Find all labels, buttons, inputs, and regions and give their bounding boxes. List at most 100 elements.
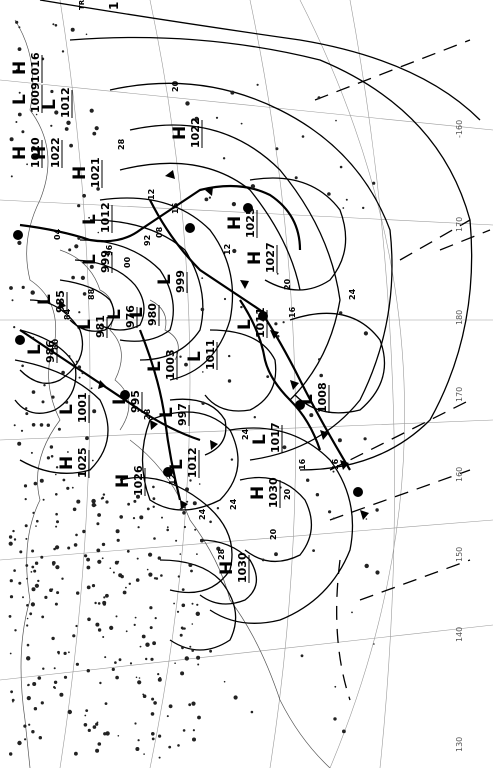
station-dot xyxy=(55,512,58,516)
station-dot xyxy=(160,574,163,577)
station-dot xyxy=(97,559,102,564)
pressure-center-letter: H xyxy=(10,146,30,160)
station-dot xyxy=(67,451,69,453)
station-dot xyxy=(196,603,199,606)
station-dot xyxy=(92,131,97,136)
station-dot xyxy=(31,549,35,553)
station-dot xyxy=(50,124,53,127)
station-dot xyxy=(102,636,105,638)
station-dot xyxy=(282,445,287,450)
station-dot xyxy=(337,438,342,443)
isobar-label: 20 xyxy=(283,488,292,500)
station-dot xyxy=(300,654,304,658)
pressure-center-letter: L xyxy=(10,94,30,105)
isobar-label: 84 xyxy=(63,308,72,320)
station-dot xyxy=(14,629,17,632)
station-dot xyxy=(342,207,345,209)
station-dot xyxy=(174,662,176,664)
station-dot xyxy=(196,655,201,660)
pressure-center-letter: H xyxy=(248,486,268,500)
station-dot xyxy=(188,703,192,707)
pressure-center-value: 985 xyxy=(54,290,67,313)
station-dot xyxy=(158,734,162,738)
pressure-center-letter: L xyxy=(110,394,130,405)
station-dot xyxy=(183,627,186,630)
pressure-center-letter: H xyxy=(10,61,30,75)
station-dot xyxy=(40,555,44,559)
station-dot xyxy=(51,636,55,641)
pressure-center-value: 1001 xyxy=(76,392,89,423)
station-dot xyxy=(90,387,93,390)
station-dot xyxy=(173,602,176,605)
isobar-label: 24 xyxy=(348,288,357,300)
station-dot xyxy=(216,507,220,510)
station-dot xyxy=(186,500,189,503)
station-dot xyxy=(194,116,199,121)
station-dot xyxy=(52,23,55,26)
station-dot xyxy=(17,112,22,117)
pressure-center-letter: L xyxy=(80,214,100,225)
station-dot xyxy=(177,744,180,747)
station-dot xyxy=(82,529,86,534)
station-dot xyxy=(49,445,54,449)
station-dot xyxy=(31,587,36,592)
station-dot xyxy=(57,427,61,431)
station-dot xyxy=(78,376,81,379)
station-dot xyxy=(276,272,279,275)
pressure-center-value: 1021 xyxy=(89,157,102,188)
station-dot xyxy=(233,695,238,700)
pressure-center-letter: L xyxy=(35,294,55,305)
station-dot xyxy=(91,502,97,508)
station-dot xyxy=(88,216,90,219)
station-dot xyxy=(61,50,65,53)
station-dot xyxy=(26,577,28,580)
station-dot xyxy=(115,529,120,534)
pressure-center-letter: H xyxy=(113,474,133,488)
longitude-label: 180 xyxy=(455,310,464,325)
pressure-center-letter: H xyxy=(245,251,265,265)
pressure-center-value: 1020 xyxy=(29,137,42,168)
station-dot xyxy=(39,423,44,427)
station-dot xyxy=(40,701,44,705)
station-dot xyxy=(136,494,140,499)
station-dot xyxy=(87,617,91,622)
pressure-center-value: 981 xyxy=(94,315,107,338)
corner-text: TR W xyxy=(78,0,86,10)
pressure-center-letter: H xyxy=(217,561,237,575)
station-dot xyxy=(141,634,146,639)
pressure-center-value: 1025 xyxy=(244,207,257,238)
isobar-label: 16 xyxy=(288,306,297,318)
station-dot xyxy=(89,264,94,269)
station-dot xyxy=(94,126,99,131)
station-dot xyxy=(146,507,150,511)
station-dot xyxy=(372,181,376,185)
station-dot xyxy=(86,585,91,590)
station-dot xyxy=(134,722,137,725)
station-dot xyxy=(55,493,58,496)
station-dot xyxy=(15,69,18,72)
station-dot xyxy=(179,355,182,358)
station-dot xyxy=(36,519,39,523)
station-dot xyxy=(189,479,192,482)
pressure-center-letter: L xyxy=(127,307,147,318)
station-dot xyxy=(149,606,153,610)
station-dot xyxy=(63,651,67,656)
station-dot xyxy=(362,206,365,210)
pressure-center-letter: H xyxy=(30,146,50,160)
station-dot xyxy=(18,581,22,585)
station-dot xyxy=(61,370,65,375)
station-dot xyxy=(86,669,91,673)
station-dot xyxy=(201,277,204,279)
station-dot xyxy=(31,423,36,427)
station-dot xyxy=(32,682,37,686)
isobar-labels: 2028121608040096888480921216242028241620… xyxy=(51,80,357,560)
station-dot xyxy=(327,192,331,196)
station-dot xyxy=(196,553,198,555)
station-dot xyxy=(179,508,183,511)
